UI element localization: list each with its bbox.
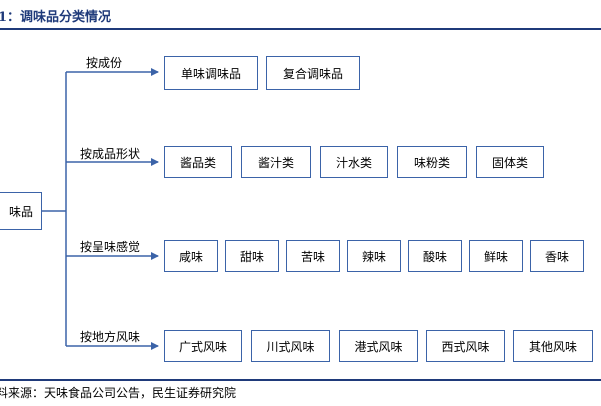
- leaf-node: 香味: [530, 240, 584, 272]
- source-note: 料来源：天味食品公司公告，民生证券研究院: [0, 386, 237, 400]
- leaf-node: 复合调味品: [266, 56, 360, 90]
- leaf-node: 固体类: [476, 146, 544, 178]
- branch-label: 按成品形状: [80, 147, 141, 161]
- leaf-node: 辣味: [347, 240, 401, 272]
- title-divider: [0, 28, 601, 30]
- figure-title: 1：调味品分类情况: [0, 10, 112, 25]
- branch-label: 按呈味感觉: [80, 240, 141, 254]
- leaf-node: 苦味: [286, 240, 340, 272]
- source-divider: [0, 379, 601, 381]
- leaf-node: 咸味: [164, 240, 218, 272]
- leaf-node: 鲜味: [469, 240, 523, 272]
- leaf-node: 酸味: [408, 240, 462, 272]
- leaf-node: 酱品类: [164, 146, 232, 178]
- leaf-node: 港式风味: [339, 330, 418, 362]
- leaf-node: 西式风味: [426, 330, 505, 362]
- leaf-node: 汁水类: [320, 146, 388, 178]
- leaf-node: 单味调味品: [164, 56, 258, 90]
- leaf-node: 川式风味: [251, 330, 330, 362]
- root-node: 味品: [0, 192, 42, 230]
- leaf-node: 味粉类: [397, 146, 467, 178]
- leaf-node: 其他风味: [513, 330, 593, 362]
- leaf-node: 甜味: [225, 240, 279, 272]
- branch-label: 按成份: [86, 56, 123, 70]
- leaf-node: 酱汁类: [241, 146, 311, 178]
- branch-label: 按地方风味: [80, 330, 141, 344]
- leaf-node: 广式风味: [164, 330, 242, 362]
